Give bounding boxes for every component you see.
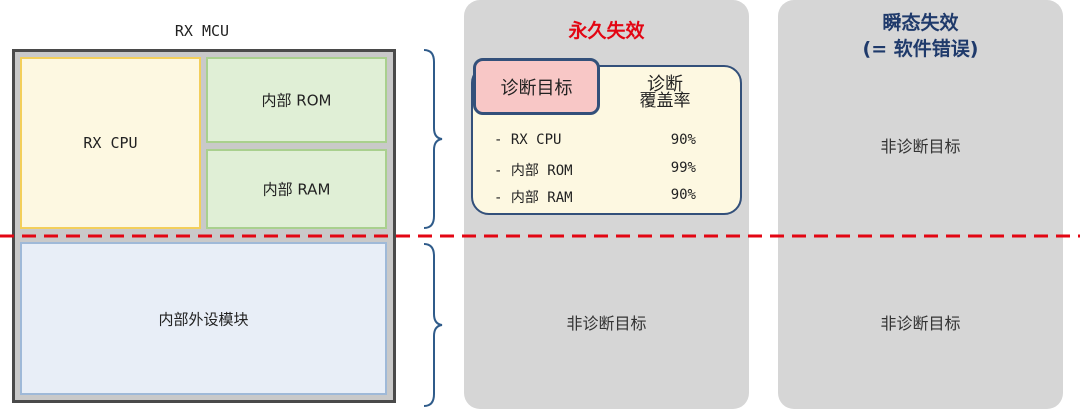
- coverage-title: 诊断 覆盖率: [605, 76, 725, 110]
- peripheral-label: 内部外设模块: [158, 310, 249, 328]
- rom-label: 内部 ROM: [261, 91, 332, 110]
- coverage-title-line1: 诊断: [647, 74, 683, 95]
- transient-upper-non-target-label: 非诊断目标: [880, 137, 961, 156]
- permanent-failure-title: 永久失效: [568, 20, 645, 42]
- transient-failure-title: 瞬态失效 (= 软件错误): [778, 10, 1063, 62]
- cpu-label: RX CPU: [83, 134, 138, 152]
- diagnostic-target-label: 诊断目标: [500, 77, 573, 99]
- lower-bracket-icon: [423, 243, 443, 407]
- permanent-non-target-label: 非诊断目标: [566, 314, 647, 333]
- coverage-row-value: 90%: [670, 187, 696, 203]
- rom-block: 内部 ROM: [206, 57, 387, 143]
- peripheral-block: 内部外设模块: [20, 242, 387, 395]
- coverage-row-value: 99%: [670, 160, 696, 176]
- ram-label: 内部 RAM: [262, 180, 331, 199]
- diagnostic-target-tag: 诊断目标: [473, 58, 600, 115]
- transient-lower-non-target-label: 非诊断目标: [880, 314, 961, 333]
- coverage-row-name: - 内部 RAM: [494, 190, 573, 206]
- coverage-row-value: 90%: [670, 132, 696, 148]
- diagnostic-coverage-box: [471, 65, 742, 215]
- transient-title-line1: 瞬态失效: [882, 12, 959, 34]
- ram-block: 内部 RAM: [206, 149, 387, 229]
- coverage-row-name: - RX CPU: [494, 132, 562, 148]
- coverage-row-name: - 内部 ROM: [494, 163, 573, 179]
- transient-title-line2: (= 软件错误): [862, 38, 979, 60]
- cpu-block: RX CPU: [20, 57, 201, 229]
- mcu-title: RX MCU: [174, 22, 230, 40]
- coverage-title-line2: 覆盖率: [639, 91, 691, 111]
- transient-failure-panel: 瞬态失效 (= 软件错误) 非诊断目标 非诊断目标: [778, 0, 1063, 409]
- upper-bracket-icon: [423, 49, 443, 229]
- failure-divider-line: [0, 234, 1080, 238]
